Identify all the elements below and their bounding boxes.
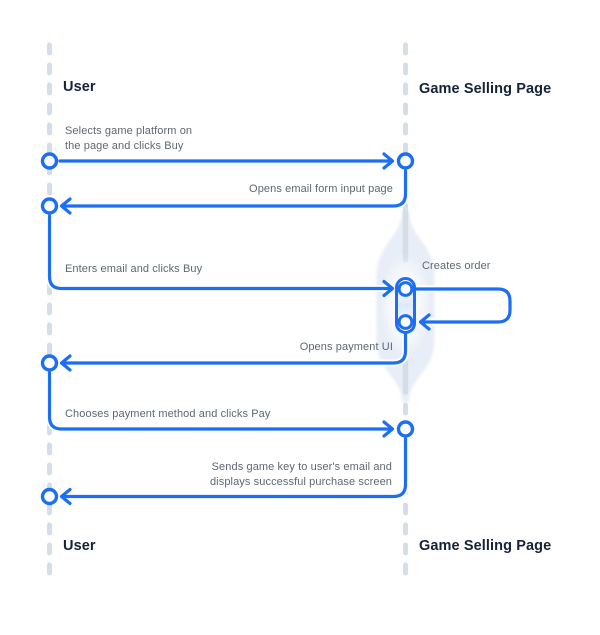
- capsule-port-bottom: [397, 314, 414, 330]
- actor-label-user-bottom: User: [63, 538, 96, 554]
- message-endpoint: [40, 152, 59, 170]
- actor-label-game-selling-page-top: Game Selling Page: [419, 81, 552, 97]
- capsule-port-top: [397, 281, 414, 297]
- message-arrow-5: [59, 329, 409, 372]
- arrowhead-right-icon: [382, 279, 395, 298]
- message-endpoint: [396, 420, 415, 438]
- message-arrow-2: [59, 167, 409, 215]
- message-arrow-7: [59, 435, 409, 506]
- message-endpoint: [40, 487, 59, 506]
- message-label-6: Chooses payment method and clicks Pay: [65, 408, 271, 420]
- arrowhead-right-icon: [382, 420, 395, 438]
- arrowhead-left-icon: [59, 487, 72, 506]
- arrowhead-left-icon: [59, 354, 72, 372]
- message-label-3: Enters email and clicks Buy: [65, 263, 203, 275]
- arrowhead-left-icon: [59, 197, 72, 215]
- message-label-7: Sends game key to user's email and displ…: [209, 461, 392, 488]
- message-arrow-6: [46, 369, 395, 438]
- message-endpoint: [40, 354, 59, 372]
- message-label-5: Opens payment UI: [299, 341, 393, 353]
- message-label-2: Opens email form input page: [249, 183, 393, 195]
- message-arrow-3: [46, 212, 395, 298]
- arrowhead-right-icon: [382, 152, 395, 170]
- arrowhead-left-icon: [418, 313, 431, 331]
- message-label-1: Selects game platform on the page and cl…: [65, 125, 193, 152]
- message-arrow-1: [56, 152, 395, 170]
- message-label-4: Creates order: [422, 260, 491, 272]
- actor-label-game-selling-page-bottom: Game Selling Page: [419, 538, 552, 554]
- message-endpoint: [40, 197, 59, 215]
- actor-label-user-top: User: [63, 79, 96, 95]
- message-arrow-4-self-loop: [412, 285, 514, 331]
- message-endpoint: [396, 152, 415, 170]
